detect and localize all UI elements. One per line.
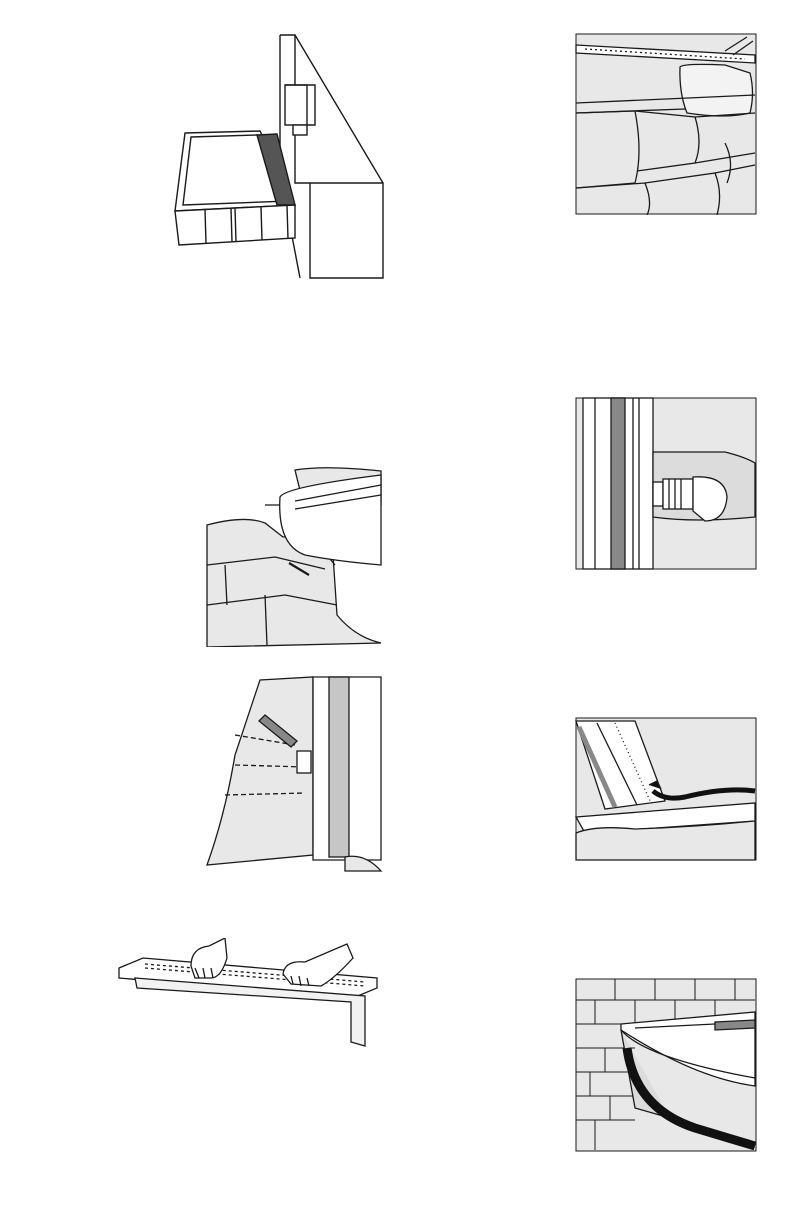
- stone-ledge-figure: [575, 33, 757, 215]
- level-check-figure: [205, 675, 383, 872]
- stone-edge-marking-illustration: [205, 465, 383, 647]
- hands-cleaning-spillway-illustration: [115, 938, 380, 1050]
- hands-lip-figure: [115, 938, 380, 1050]
- hose-channel-figure: [575, 717, 757, 861]
- pipe-fitting-figure: [575, 397, 757, 570]
- edge-marking-figure: [205, 465, 383, 647]
- level-on-wall-illustration: [205, 675, 383, 872]
- basin-wall-figure: [165, 33, 385, 280]
- hose-under-channel-illustration: [575, 717, 757, 861]
- pipe-fitting-connection-illustration: [575, 397, 757, 570]
- stone-wall-with-ledge-illustration: [575, 33, 757, 215]
- brick-wall-hose-illustration: [575, 978, 757, 1152]
- reservoir-basin-and-wall-illustration: [165, 33, 385, 280]
- brick-hose-figure: [575, 978, 757, 1152]
